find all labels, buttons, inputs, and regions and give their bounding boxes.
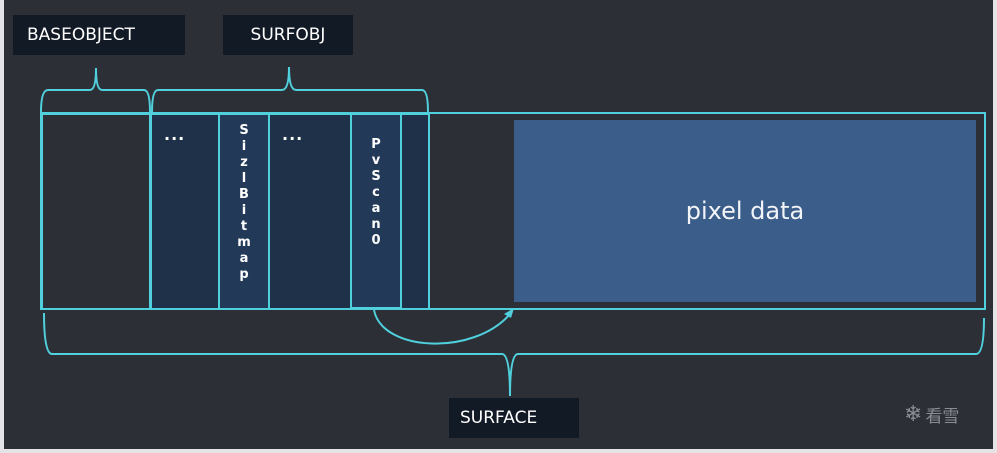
watermark-text: 看雪 [925,407,960,427]
baseobject-brace [40,67,151,113]
ellipsis-text: ... [282,125,304,144]
pvscan0-pointer-arrow [373,309,511,345]
surface-brace [43,312,985,397]
baseobject-region [41,113,151,310]
connector-lines [40,66,986,397]
surfobj-field-pvscan0: P v S c a n 0 [350,113,402,309]
pvscan0-label: P v S c a n 0 [371,137,381,248]
baseobject-label: BASEOBJECT [13,15,185,55]
pixel-data-block: pixel data [514,120,976,302]
pixel-data-label: pixel data [685,197,805,225]
surfobj-field-ellipsis-2: ... [268,113,353,310]
sizlbitmap-label: S i z l B i t m a p [237,123,251,282]
arrow-head [504,308,514,318]
surfobj-field-tail [400,113,430,310]
snowflake-icon: ❄ [904,402,923,427]
ellipsis-text: ... [164,125,186,144]
diagram-canvas: BASEOBJECT SURFOBJ ... S i z l B i t m a… [4,0,993,449]
surface-label: SURFACE [449,398,579,438]
watermark: ❄ 看雪 [904,402,959,427]
surfobj-field-ellipsis-1: ... [150,113,220,310]
surfobj-field-sizlbitmap: S i z l B i t m a p [218,113,270,310]
surfobj-brace [151,66,429,113]
surfobj-label: SURFOBJ [223,15,353,55]
